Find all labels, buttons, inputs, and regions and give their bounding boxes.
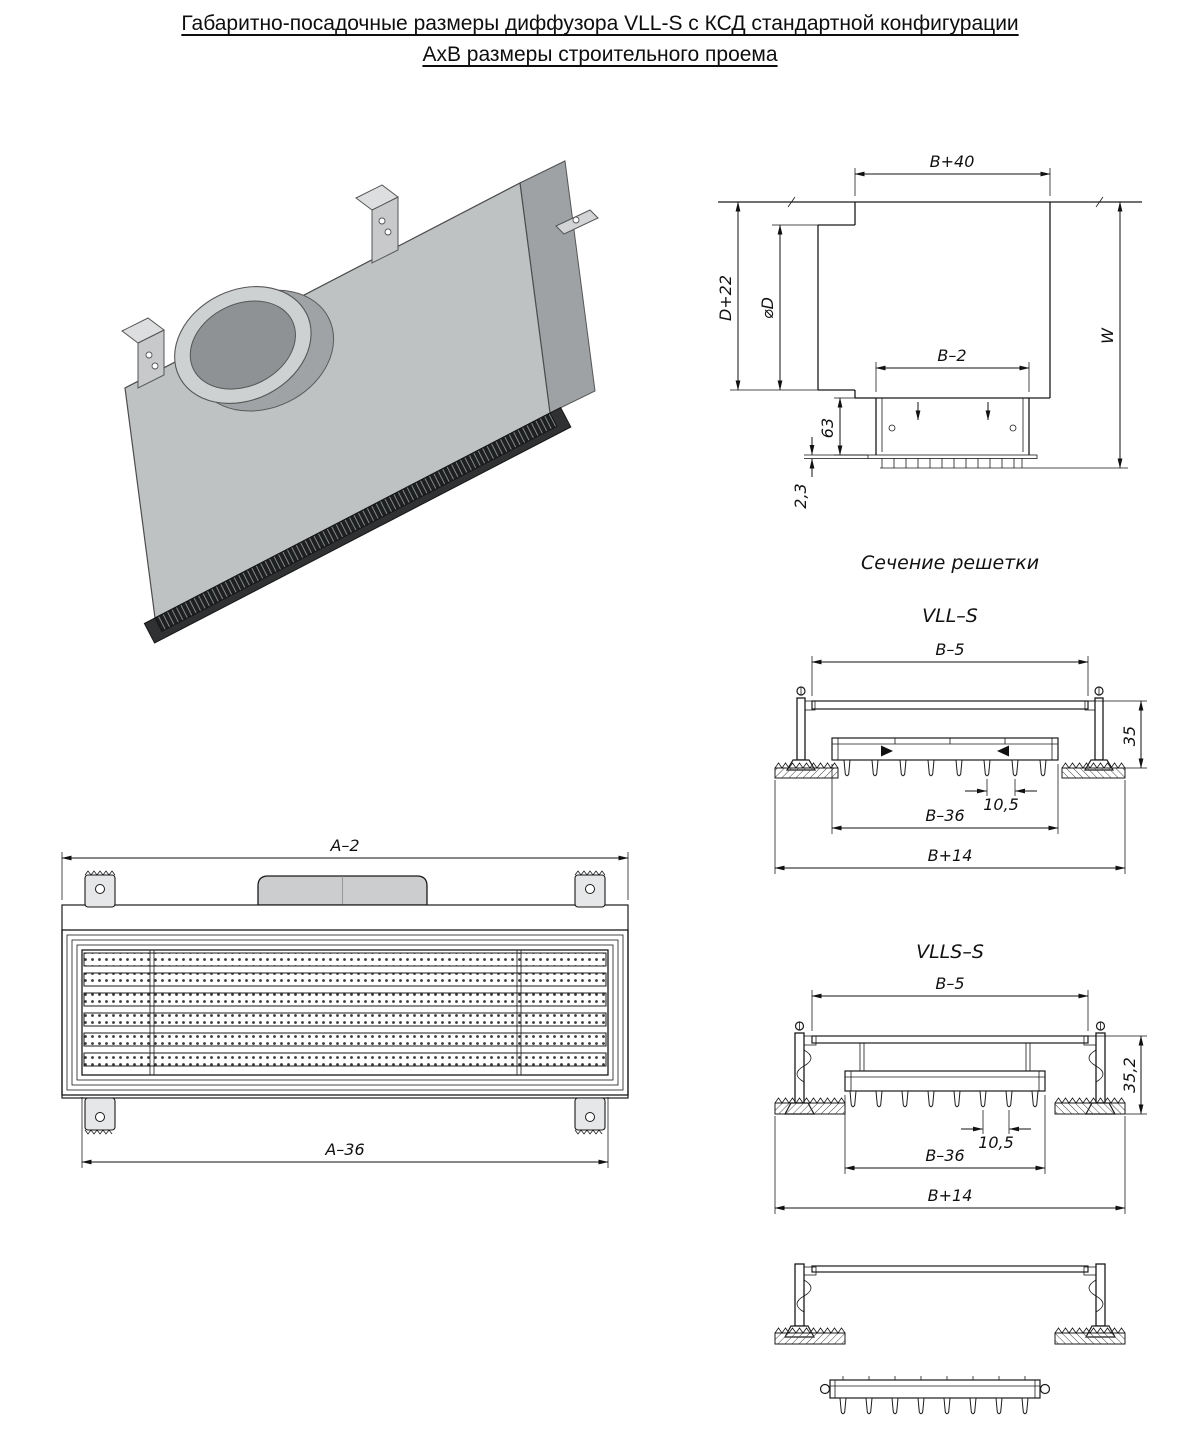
vll-s-label: VLL–S (922, 605, 978, 627)
grille-slats (83, 952, 607, 1067)
mounting-tab (574, 870, 606, 908)
dim-a-minus-2: A–2 (329, 836, 359, 855)
end-bracket (784, 1021, 817, 1115)
grille-section-heading: Сечение решетки (860, 552, 1040, 574)
grille-frame (61, 929, 629, 1096)
end-bracket (1084, 686, 1114, 771)
dim-2-3: 2,3 (791, 483, 810, 508)
end-bracket (786, 686, 816, 771)
dim-b-minus-2: B–2 (937, 346, 966, 365)
dim-w: W (1098, 327, 1117, 344)
grille-neck (875, 398, 1030, 455)
grille-core (844, 1070, 1046, 1092)
dim-b-plus-14: B+14 (928, 1186, 973, 1205)
dim-35: 35 (1120, 726, 1139, 746)
dim-35-2: 35,2 (1120, 1057, 1139, 1093)
page-title: Габаритно-посадочные размеры диффузора V… (0, 8, 1200, 70)
plenum-box-outline (854, 202, 1051, 399)
box-front-face (124, 182, 551, 619)
dim-b-minus-5: B–5 (935, 974, 964, 993)
duct-stub (817, 224, 855, 391)
dim-b-minus-36: B–36 (925, 1146, 964, 1165)
ceiling-flange (1054, 1097, 1126, 1115)
vll-s-section-view: VLL–S B–5 (774, 605, 1147, 874)
dim-b-plus-40: B+40 (930, 152, 975, 171)
deflector-teeth (849, 1090, 1039, 1108)
tie-rods (149, 950, 522, 1075)
dim-10-5: 10,5 (978, 1133, 1014, 1152)
dim-d-plus-22: D+22 (716, 275, 735, 321)
mounting-tab (84, 870, 116, 908)
grille-core (831, 737, 1059, 761)
core-detail (819, 1376, 1051, 1415)
mounting-tab (355, 184, 399, 264)
frame-detail (774, 1263, 1126, 1345)
page-title-line1: Габаритно-посадочные размеры диффузора V… (181, 12, 1019, 35)
mounting-tab (574, 1097, 606, 1135)
grille-slats (154, 412, 558, 632)
side-section-view: B+40 B–2 D+22 ⌀D W 63 2,3 (716, 152, 1142, 509)
vlls-s-section-view: VLLS–S B–5 10,5 (774, 941, 1147, 1214)
dim-b-minus-5: B–5 (935, 640, 964, 659)
mounting-tab (555, 209, 599, 235)
isometric-view (121, 160, 599, 644)
plan-view: A–2 (61, 836, 629, 1168)
core-hangers (859, 1043, 1031, 1071)
bottom-flange (867, 454, 1038, 459)
duct-collar (174, 286, 335, 412)
dim-a-minus-36: A–36 (324, 1140, 364, 1159)
page-title-line2: АхВ размеры строительного проема (422, 43, 778, 66)
deflector-teeth (843, 759, 1047, 777)
mounting-tab (121, 317, 165, 389)
grille-face-plate (811, 1035, 1089, 1044)
grille-face-plate (811, 700, 1089, 710)
dim-63: 63 (818, 418, 837, 438)
dim-b-plus-14: B+14 (928, 846, 973, 865)
mounting-tab (84, 1097, 116, 1135)
frame-and-core-detail-view (774, 1263, 1126, 1415)
fastener (1009, 424, 1017, 432)
dim-10-5: 10,5 (983, 795, 1019, 814)
vlls-s-label: VLLS–S (916, 941, 984, 963)
fastener (888, 424, 896, 432)
dim-b-minus-36: B–36 (925, 806, 964, 825)
dim-duct-diameter: ⌀D (758, 297, 777, 319)
ceiling-flange (774, 1097, 846, 1115)
